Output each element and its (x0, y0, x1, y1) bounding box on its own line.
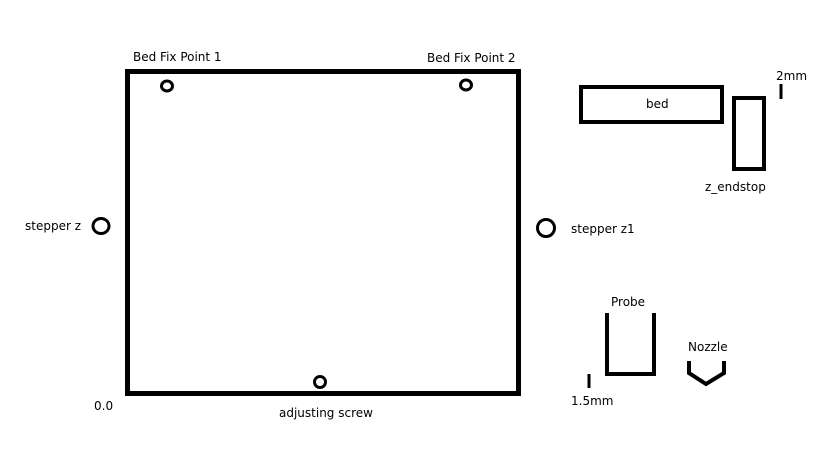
nozzle-label: Nozzle (688, 340, 728, 354)
nozzle-shape (687, 361, 726, 387)
fix-point-2-label: Bed Fix Point 2 (427, 51, 516, 65)
bed-side-view (579, 85, 724, 124)
bed-label: bed (646, 97, 669, 111)
fix-point-1-label: Bed Fix Point 1 (133, 50, 222, 64)
fix-point-1-marker (160, 79, 174, 93)
adjusting-screw-label: adjusting screw (279, 406, 373, 420)
stepper-z-label: stepper z (25, 219, 82, 233)
probe-label: Probe (611, 295, 646, 309)
origin-label: 0.0 (94, 399, 114, 413)
stepper-z1-label: stepper z1 (571, 222, 635, 236)
gap-2mm-label: 2mm (776, 69, 808, 83)
offset-1-5mm-label: 1.5mm (571, 394, 614, 408)
bed-outline (125, 69, 521, 396)
fix-point-2-marker (459, 78, 473, 92)
stepper-z-marker (91, 217, 111, 235)
probe-shape (605, 313, 656, 376)
z-endstop-label: z_endstop (705, 180, 766, 194)
adjusting-screw-marker (313, 375, 327, 389)
stepper-z1-marker (536, 218, 556, 238)
z-endstop-block (732, 96, 766, 171)
